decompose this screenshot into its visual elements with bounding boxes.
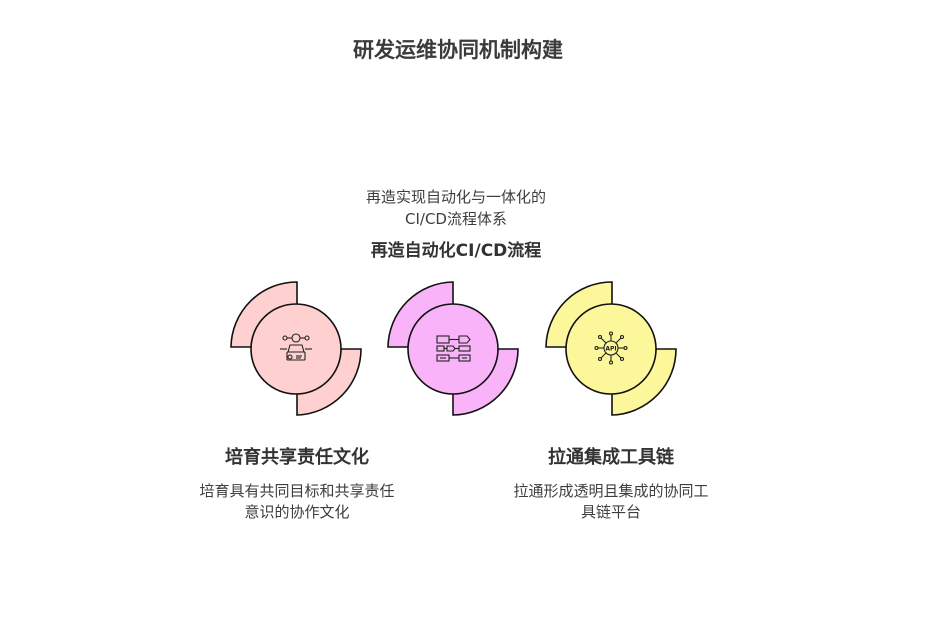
right-description: 拉通形成透明且集成的协同工 具链平台 xyxy=(486,481,736,523)
left-description: 培育具有共同目标和共享责任 意识的协作文化 xyxy=(172,481,422,523)
center-text-group: 再造实现自动化与一体化的 CI/CD流程体系 再造自动化CI/CD流程 xyxy=(306,186,606,261)
center-heading: 再造自动化CI/CD流程 xyxy=(370,241,542,261)
right-node: API xyxy=(545,281,677,416)
center-description-line2: CI/CD流程体系 xyxy=(405,210,507,228)
middle-node xyxy=(387,281,519,416)
left-description-line2: 意识的协作文化 xyxy=(244,503,350,521)
right-text-group: 拉通集成工具链 拉通形成透明且集成的协同工 具链平台 xyxy=(486,443,736,523)
left-description-line1: 培育具有共同目标和共享责任 xyxy=(199,482,395,500)
middle-node-circle xyxy=(407,303,499,395)
left-heading: 培育共享责任文化 xyxy=(225,447,369,468)
right-description-line2: 具链平台 xyxy=(580,503,641,521)
left-text-group: 培育共享责任文化 培育具有共同目标和共享责任 意识的协作文化 xyxy=(172,443,422,523)
team-collaboration-icon xyxy=(280,333,312,361)
right-description-line1: 拉通形成透明且集成的协同工 xyxy=(513,482,709,500)
right-heading: 拉通集成工具链 xyxy=(548,447,674,468)
left-node-circle xyxy=(250,303,342,395)
left-node xyxy=(230,281,362,416)
center-description-line1: 再造实现自动化与一体化的 xyxy=(365,188,546,206)
api-hub-icon: API xyxy=(594,331,628,365)
center-description: 再造实现自动化与一体化的 CI/CD流程体系 xyxy=(306,186,606,230)
page-title: 研发运维协同机制构建 xyxy=(353,38,563,62)
svg-text:API: API xyxy=(605,346,616,353)
pipeline-flow-icon xyxy=(436,335,471,362)
right-node-circle xyxy=(565,303,657,395)
